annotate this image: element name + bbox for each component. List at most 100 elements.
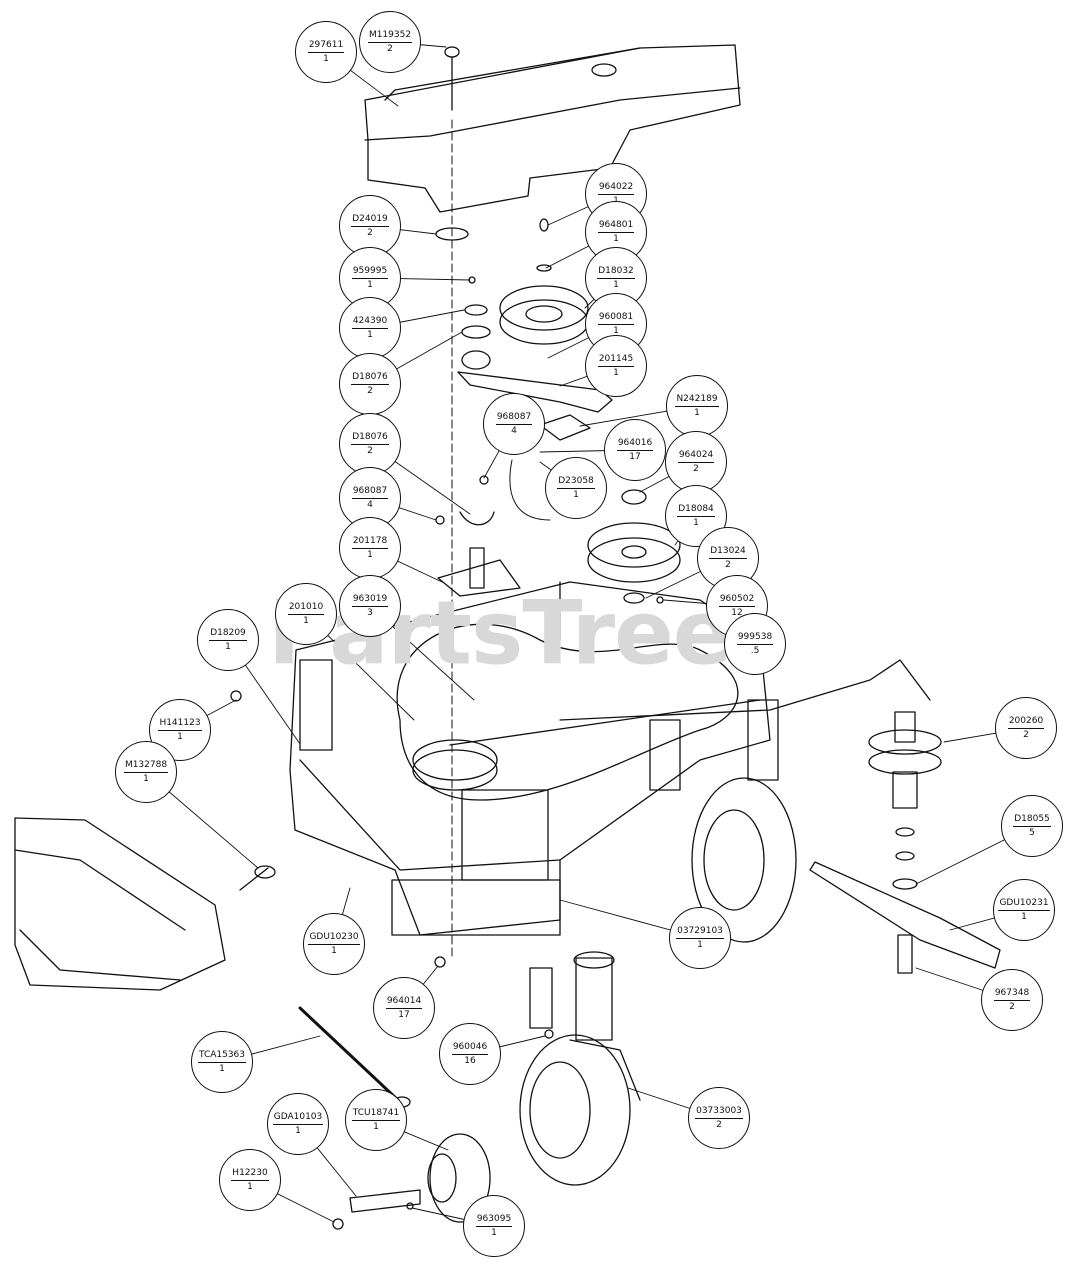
quantity: 1	[225, 641, 231, 652]
part-number: D18032	[597, 266, 635, 279]
rear-wheel	[691, 699, 797, 943]
quantity: 2	[716, 1119, 722, 1130]
part-number: 201145	[597, 354, 635, 367]
part-number: 964016	[616, 438, 654, 451]
quantity: 12	[731, 607, 743, 618]
part-number: D24019	[351, 214, 389, 227]
callout-999538: 999538.5	[724, 613, 786, 675]
part-number: H12230	[231, 1168, 269, 1181]
quantity: 1	[613, 233, 619, 244]
quantity: 1	[693, 517, 699, 528]
quantity: 1	[247, 1181, 253, 1192]
part-number: 964024	[677, 450, 715, 463]
front-caster	[519, 951, 641, 1186]
idler-bracket	[435, 511, 521, 597]
part-number: 964022	[597, 182, 635, 195]
part-number: 959995	[351, 266, 389, 279]
part-number: 967348	[993, 988, 1031, 1001]
quantity: 1	[613, 325, 619, 336]
quantity: 1	[367, 279, 373, 290]
quantity: 1	[143, 773, 149, 784]
quantity: 1	[613, 195, 619, 207]
part-number: TCA15363	[197, 1050, 247, 1063]
quantity: 2	[367, 445, 373, 456]
spindle-and-blade	[809, 711, 1001, 974]
part-number: N242189	[675, 394, 719, 407]
quantity: 1	[367, 329, 373, 340]
belt-cover	[364, 44, 741, 213]
quantity: 2	[693, 463, 699, 474]
part-number: M132788	[123, 760, 169, 773]
quantity: 1	[697, 939, 703, 950]
quantity: 1	[613, 279, 619, 290]
part-number: GDA10103	[272, 1112, 324, 1125]
quantity: 1	[295, 1125, 301, 1136]
part-number: 201178	[351, 536, 389, 549]
part-number: D23058	[557, 476, 595, 489]
part-number: 960081	[597, 312, 635, 325]
part-number: D13024	[709, 546, 747, 559]
part-number: 201010	[287, 602, 325, 615]
quantity: 1	[303, 615, 309, 626]
drive-pulley	[587, 522, 681, 604]
quantity: 4	[511, 425, 517, 436]
part-number: GDU10231	[998, 898, 1050, 911]
part-number: 999538	[736, 632, 774, 645]
part-number: 03733003	[695, 1106, 743, 1119]
part-number: 424390	[351, 316, 389, 329]
quantity: 1	[491, 1227, 497, 1238]
part-number: 964801	[597, 220, 635, 233]
part-number: D18084	[677, 504, 715, 517]
part-number: D18055	[1013, 814, 1051, 827]
quantity: 16	[464, 1055, 476, 1066]
quantity: 2	[367, 385, 373, 396]
quantity: 1	[323, 53, 329, 64]
quantity: 1	[177, 731, 183, 742]
part-number: M119352	[367, 30, 413, 43]
part-number: 960502	[718, 594, 756, 607]
part-number: H141123	[158, 718, 202, 731]
quantity: 2	[1023, 729, 1029, 740]
quantity: 2	[387, 43, 393, 54]
part-number: 03729103	[676, 926, 724, 939]
gauge-wheel-assembly	[298, 1006, 491, 1230]
quantity: 1	[1021, 911, 1027, 922]
quantity: 4	[367, 499, 373, 510]
quantity: 1	[373, 1121, 379, 1132]
quantity: 17	[629, 451, 641, 462]
discharge-chute	[14, 817, 276, 991]
quantity: .5	[750, 645, 760, 656]
quantity: 17	[398, 1009, 410, 1020]
quantity: 1	[219, 1063, 225, 1074]
quantity: 5	[1029, 827, 1035, 838]
part-number: 968087	[495, 412, 533, 425]
quantity: 1	[331, 945, 337, 956]
part-number: 963019	[351, 594, 389, 607]
